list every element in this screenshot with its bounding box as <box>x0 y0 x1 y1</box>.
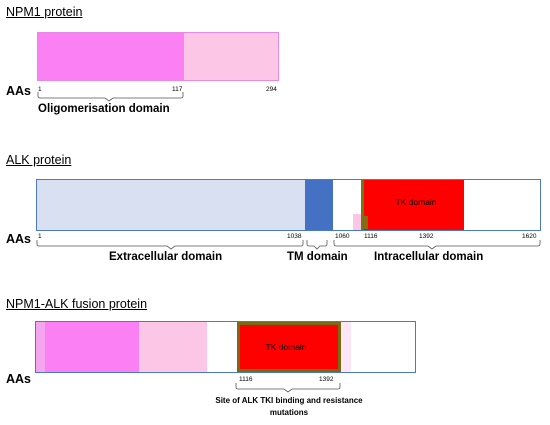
npm1-aas-label: AAs <box>6 84 32 98</box>
fusion-light-pink-edge <box>341 322 351 372</box>
npm1-tick-294: 294 <box>266 86 277 93</box>
npm1-tick-1: 1 <box>38 86 42 93</box>
npm1-bar <box>37 32 279 81</box>
alk-extracellular-domain-label: Extracellular domain <box>109 251 223 263</box>
npm1-oligomerisation-segment <box>38 33 184 80</box>
fusion-n-terminal-edge <box>36 322 45 372</box>
alk-tick-1038: 1038 <box>287 233 302 240</box>
fusion-tk-domain <box>237 322 341 372</box>
alk-pink-marker <box>353 214 361 230</box>
alk-aas-label: AAs <box>6 232 32 246</box>
alk-bar <box>36 179 541 231</box>
alk-tick-1116: 1116 <box>364 233 378 240</box>
alk-tick-1620: 1620 <box>522 233 537 240</box>
alk-tick-1: 1 <box>38 233 42 240</box>
alk-tm-domain-label: TM domain <box>287 251 348 263</box>
npm1-c-terminal-segment <box>184 33 278 80</box>
alk-intracellular-domain-label: Intracellular domain <box>374 251 484 263</box>
alk-tick-1060: 1060 <box>335 233 350 240</box>
alk-tick-1392: 1392 <box>419 233 434 240</box>
alk-title: ALK protein <box>6 153 72 167</box>
alk-tk-domain <box>361 180 464 230</box>
alk-extracellular-segment <box>37 180 305 230</box>
npm1-title: NPM1 protein <box>6 5 83 19</box>
fusion-tick-1392: 1392 <box>319 376 334 383</box>
fusion-aas-label: AAs <box>6 372 32 386</box>
npm1-tick-117: 117 <box>172 86 183 93</box>
alk-tk-domain-label: TK domain <box>395 197 437 207</box>
npm1-oligomerisation-domain-label: Oligomerisation domain <box>38 103 170 115</box>
fusion-npm1-light-segment <box>139 322 207 372</box>
fusion-bar <box>35 321 416 373</box>
fusion-site-label: Site of ALK TKI binding and resistance m… <box>215 396 363 417</box>
alk-tk-dark-marker <box>363 216 368 229</box>
fusion-npm1-oligomerisation-segment <box>45 322 139 372</box>
fusion-tick-1116: 1116 <box>239 376 253 383</box>
fusion-title: NPM1-ALK fusion protein <box>6 297 148 311</box>
alk-tm-segment <box>305 180 333 230</box>
fusion-tk-domain-label: TK domain <box>265 342 307 352</box>
